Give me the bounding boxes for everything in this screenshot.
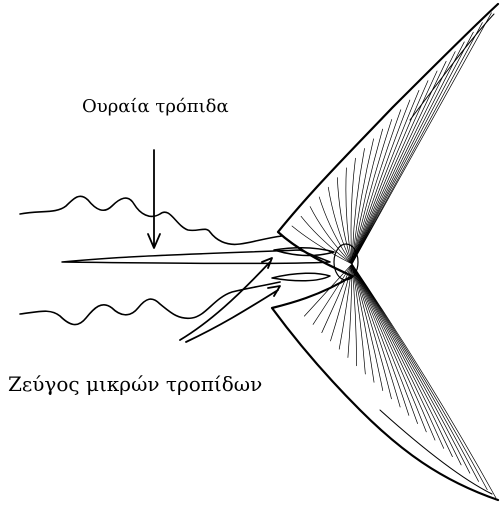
peduncle-lower-line [20,282,280,325]
fin-ray [352,264,383,391]
fin-ray [301,216,352,264]
caudal-keel [62,250,330,264]
peduncle-upper-line [20,196,282,244]
small-keels-label: Ζεύγος μικρών τροπίδων [8,372,262,396]
fin-ray [352,23,482,264]
small-keels-arrow [180,258,272,340]
fin-rays [292,13,496,498]
fin-inner-edge-upper [410,14,494,120]
fin-ray [352,32,473,264]
fin-ray [352,42,464,264]
small-keel-lower [272,273,330,281]
caudal-keel-arrow [148,150,160,248]
fin-ray [352,13,491,264]
caudal-keel-label: Ουραία τρόπιδα [82,96,229,117]
